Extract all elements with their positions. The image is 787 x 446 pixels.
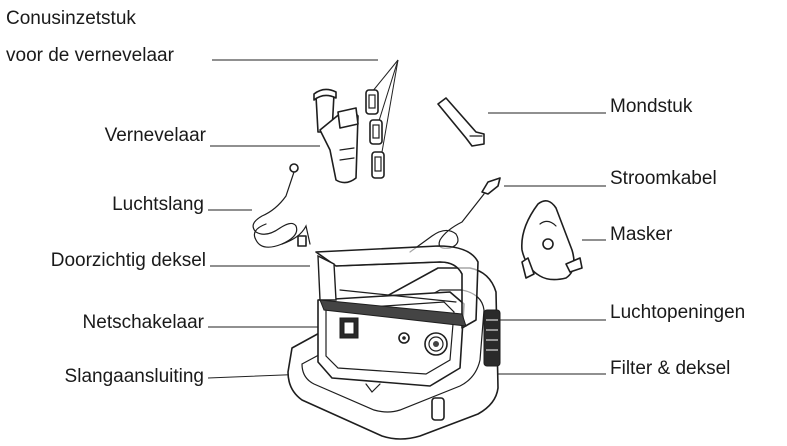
- power-cable-part: [409, 177, 501, 253]
- label-air-vents: Luchtopeningen: [610, 302, 746, 323]
- cone-inserts-part: [365, 89, 385, 179]
- leader-cone-insert-a: [371, 59, 399, 93]
- label-transparent-lid: Doorzichtig deksel: [50, 250, 206, 271]
- leader-cone-insert-b: [377, 59, 399, 125]
- label-power-cable: Stroomkabel: [610, 168, 717, 189]
- mask-part: [521, 200, 583, 281]
- nebulizer-part: [313, 88, 359, 184]
- leader-cone-insert-c: [381, 59, 399, 153]
- label-air-tube: Luchtslang: [112, 194, 204, 215]
- label-tube-connection: Slangaansluiting: [64, 366, 204, 387]
- label-filter-cover: Filter & deksel: [610, 358, 731, 379]
- transparent-lid-part: [315, 245, 479, 329]
- label-cone-insert-line2: voor de vernevelaar: [6, 45, 174, 66]
- mouthpiece-part: [437, 97, 485, 147]
- label-mouthpiece: Mondstuk: [610, 96, 693, 117]
- label-mask: Masker: [610, 224, 673, 245]
- label-power-switch: Netschakelaar: [82, 312, 204, 333]
- label-cone-insert-line1: Conusinzetstuk: [6, 8, 136, 29]
- label-nebulizer: Vernevelaar: [104, 125, 206, 146]
- air-tube-part: [252, 163, 311, 248]
